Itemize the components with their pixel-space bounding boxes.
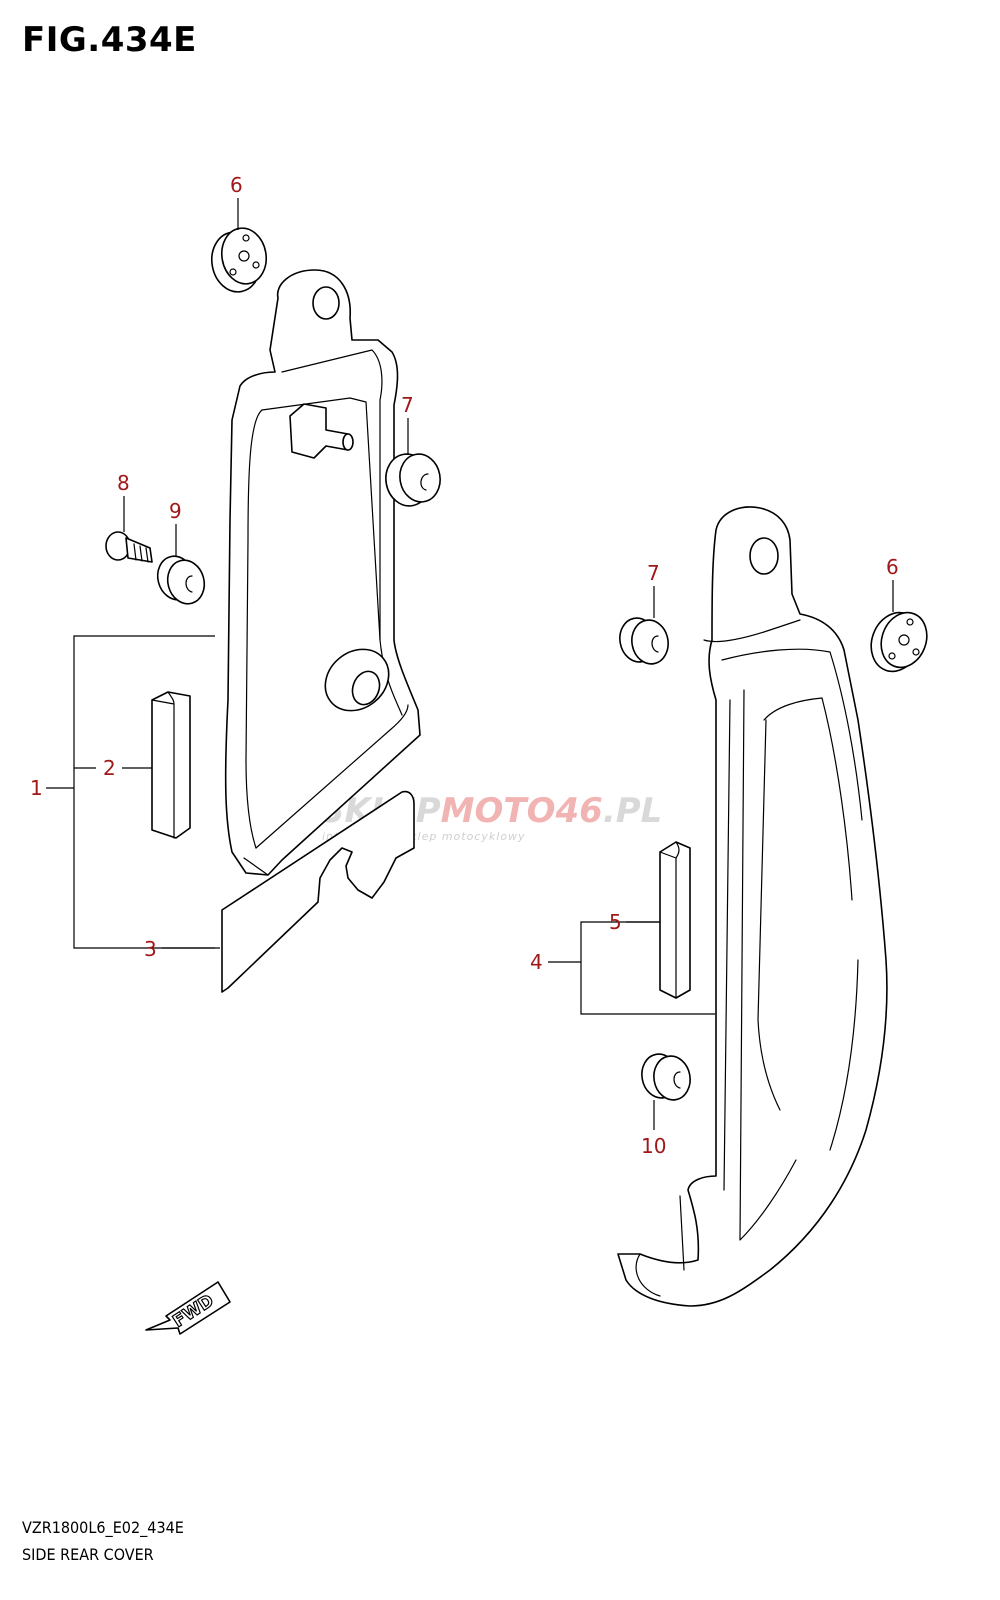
fwd-arrow: FWD [145,1281,231,1335]
callout-10: 10 [641,1134,666,1158]
callout-5: 5 [609,910,622,934]
figure-title: FIG.434E [22,20,197,60]
protector-sheet [221,790,415,993]
callout-6-right: 6 [886,555,899,579]
callout-6-left: 6 [230,173,243,197]
rubber-strip-right [659,841,691,999]
rubber-strip-left [151,691,191,839]
callout-3: 3 [144,937,157,961]
callout-8: 8 [117,471,130,495]
watermark-part3: 46 [555,791,603,831]
callout-1: 1 [30,776,43,800]
callout-7-right: 7 [647,561,660,585]
grommet-6-left [210,227,268,293]
callout-4: 4 [530,950,543,974]
callout-2: 2 [103,756,116,780]
callout-9: 9 [169,499,182,523]
grommet-9 [156,555,206,605]
callout-7-left: 7 [401,393,414,417]
watermark-part4: .PL [603,791,663,831]
model-code: VZR1800L6_E02_434E [22,1518,184,1537]
callout-labels: 6 7 8 9 1 2 3 7 6 5 4 10 [30,173,899,1158]
grommet-6-right [870,611,928,673]
figure-name: SIDE REAR COVER [22,1545,154,1564]
leader-lines [46,198,894,1130]
right-side-cover [617,506,888,1307]
left-side-cover [224,269,421,876]
grommet-7-right [619,617,669,665]
grommet-10 [641,1053,691,1101]
screw-8 [105,531,153,563]
watermark-part2: MOTO [441,791,556,831]
grommet-7-left [385,453,441,507]
